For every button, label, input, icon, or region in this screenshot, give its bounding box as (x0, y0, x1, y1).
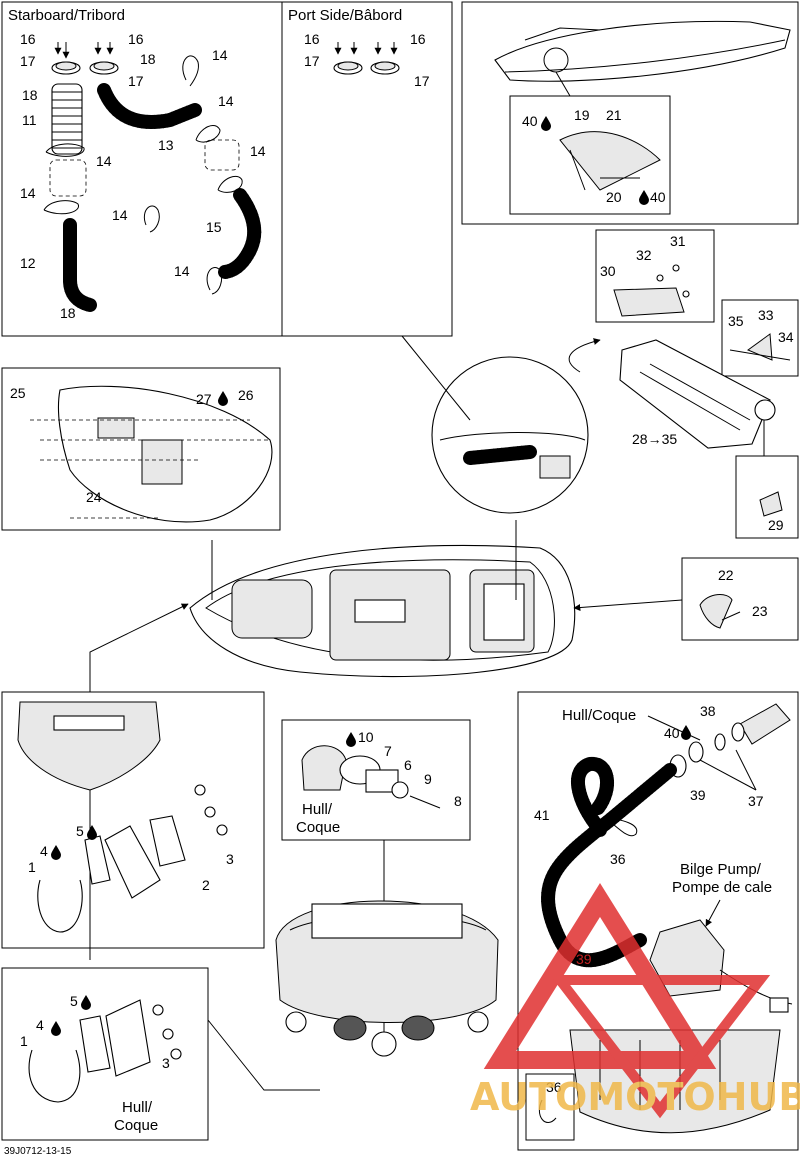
callout-4: 4 (40, 843, 48, 859)
callout-1: 1 (20, 1033, 28, 1049)
callout-34: 34 (778, 329, 794, 345)
drain-plug-panel: 10 7 6 9 8 Hull/ Coque (281, 719, 471, 1040)
callout-18: 18 (22, 87, 38, 103)
callout-32: 32 (636, 247, 652, 263)
callout-9: 9 (424, 771, 432, 787)
callout-3: 3 (162, 1055, 170, 1071)
ubolt-transom-panel: 5 4 1 2 3 (1, 603, 265, 960)
boat-top-view (189, 520, 576, 678)
callout-18: 18 (140, 51, 156, 67)
latch-panel: 35 33 34 (721, 299, 799, 377)
vent-panel: Starboard/Tribord Port Side/Bâbord (1, 1, 453, 337)
callout-20: 20 (606, 189, 622, 205)
bow-detail-circle (401, 335, 601, 514)
callout-1: 1 (28, 859, 36, 875)
bilge-pump-label: Bilge Pump/ (680, 861, 762, 878)
callout-17: 17 (20, 53, 36, 69)
callout-19: 19 (574, 107, 590, 123)
callout-5: 5 (70, 993, 78, 1009)
storage-tray: 28→35 29 (619, 339, 799, 539)
callout-14: 14 (174, 263, 190, 279)
drawing-code: 39J0712-13-15 (4, 1146, 72, 1157)
drain-hull-label: Hull/ (302, 801, 333, 818)
callout-11: 11 (22, 112, 37, 128)
callout-28-35: 28→35 (632, 431, 677, 447)
callout-36: 36 (610, 851, 626, 867)
watermark-text: AUTOMOTOHUB (470, 1075, 800, 1119)
callout-16: 16 (410, 31, 426, 47)
callout-26: 26 (238, 387, 254, 403)
ubolt-lower-panel: 5 4 1 3 Hull/ Coque (1, 967, 320, 1141)
callout-14: 14 (250, 143, 266, 159)
lower-coque-label: Coque (114, 1117, 158, 1134)
callout-39: 39 (690, 787, 706, 803)
callout-33: 33 (758, 307, 774, 323)
lower-hull-label: Hull/ (122, 1099, 153, 1116)
callout-40: 40 (664, 725, 680, 741)
callout-6: 6 (404, 757, 412, 773)
stern-rear-view (275, 900, 499, 1057)
callout-14: 14 (112, 207, 128, 223)
callout-14: 14 (96, 153, 112, 169)
bilge-pump-label-2: Pompe de cale (672, 879, 772, 896)
callout-25: 25 (10, 385, 26, 401)
callout-15: 15 (206, 219, 222, 235)
callout-40: 40 (522, 113, 538, 129)
callout-27: 27 (196, 391, 212, 407)
callout-22: 22 (718, 567, 734, 583)
callout-13: 13 (158, 137, 174, 153)
callout-37: 37 (748, 793, 764, 809)
callout-17: 17 (414, 73, 430, 89)
callout-3: 3 (226, 851, 234, 867)
callout-16: 16 (20, 31, 36, 47)
callout-14: 14 (218, 93, 234, 109)
cover-panel: 30 32 31 (595, 229, 715, 323)
callout-16: 16 (128, 31, 144, 47)
port-title: Port Side/Bâbord (288, 7, 402, 24)
callout-12: 12 (20, 255, 36, 271)
watermark-logo: AUTOMOTOHUB (470, 883, 800, 1119)
callout-36: 36 (546, 1079, 562, 1095)
starboard-title: Starboard/Tribord (8, 7, 125, 24)
callout-16: 16 (304, 31, 320, 47)
callout-14: 14 (20, 185, 36, 201)
callout-7: 7 (384, 743, 392, 759)
rail-panel: 25 27 26 24 (1, 367, 281, 531)
drain-coque-label: Coque (296, 819, 340, 836)
callout-17: 17 (128, 73, 144, 89)
callout-14: 14 (212, 47, 228, 63)
bilge-hull-label: Hull/Coque (562, 707, 636, 724)
callout-8: 8 (454, 793, 462, 809)
callout-5: 5 (76, 823, 84, 839)
callout-24: 24 (86, 489, 102, 505)
callout-40: 40 (650, 189, 666, 205)
callout-41: 41 (534, 807, 550, 823)
callout-38: 38 (700, 703, 716, 719)
rub-strip-panel: 22 23 (573, 557, 799, 641)
callout-29: 29 (768, 517, 784, 533)
callout-18: 18 (60, 305, 76, 321)
callout-35: 35 (728, 313, 744, 329)
callout-10: 10 (358, 729, 374, 745)
callout-17: 17 (304, 53, 320, 69)
callout-2: 2 (202, 877, 210, 893)
callout-23: 23 (752, 603, 768, 619)
callout-30: 30 (600, 263, 616, 279)
callout-39: 39 (576, 951, 592, 967)
boat-side-panel: 40 19 21 20 40 (461, 1, 799, 225)
callout-31: 31 (670, 233, 686, 249)
callout-4: 4 (36, 1017, 44, 1033)
callout-21: 21 (606, 107, 622, 123)
hose-11 (51, 83, 83, 155)
